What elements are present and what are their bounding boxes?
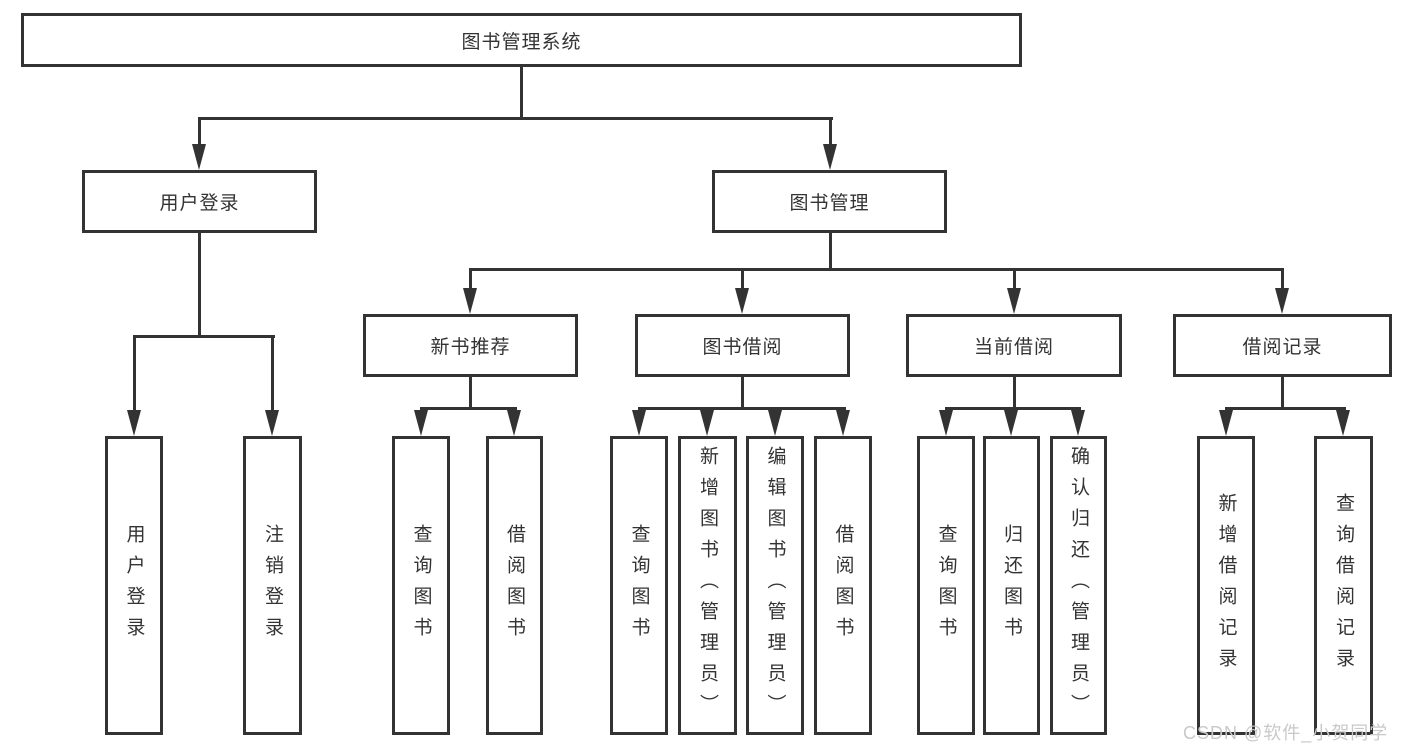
node-book-management: 图书管理 [712,170,947,233]
leaf-records-add-record: 新增借阅记录 [1197,436,1255,735]
edge-borrow-records-stem [1281,377,1284,409]
arrow-down-icon [1071,410,1085,436]
edge-root-stem [520,67,523,119]
leaf-logout: 注销登录 [243,436,302,735]
edge-book-borrow-stem [741,377,744,409]
leaf-borrow-edit-books-admin: 编辑图书（管理员） [746,436,804,735]
arrow-down-icon [463,288,477,314]
edge-current-borrow-stem [1013,377,1016,409]
csdn-watermark: CSDN @软件_小贺同学 [1183,723,1389,743]
node-book-borrow: 图书借阅 [635,314,850,377]
arrow-down-icon [1004,410,1018,436]
edge-root-bus [198,117,833,120]
node-root: 图书管理系统 [21,13,1022,67]
edge-to-borrow-records [1281,269,1284,291]
leaf-current-confirm-return-admin: 确认归还（管理员） [1050,436,1107,735]
edge-to-leaf-logout [271,336,274,412]
arrow-down-icon [735,288,749,314]
leaf-user-login: 用户登录 [105,436,163,735]
arrow-down-icon [1219,410,1233,436]
arrow-down-icon [632,410,646,436]
edge-to-user-login-stem [198,118,201,146]
arrow-down-icon [127,410,141,436]
edge-user-login-stem [198,233,201,338]
edge-new-book-recommend-stem [469,377,472,409]
leaf-records-query-record: 查询借阅记录 [1314,436,1373,735]
node-current-borrow: 当前借阅 [906,314,1122,377]
arrow-down-icon [414,410,428,436]
edge-to-current-borrow [1013,269,1016,291]
edge-new-book-recommend-bus [420,407,517,410]
arrow-down-icon [836,410,850,436]
arrow-down-icon [1007,288,1021,314]
arrow-down-icon [192,144,206,170]
arrow-down-icon [1336,410,1350,436]
edge-current-borrow-bus [945,407,1081,410]
arrow-down-icon [265,410,279,436]
leaf-borrow-add-books-admin: 新增图书（管理员） [678,436,737,735]
arrow-down-icon [700,410,714,436]
edge-to-book-management-stem [829,118,832,146]
edge-book-borrow-bus [638,407,846,410]
edge-book-management-stem [829,233,832,270]
arrow-down-icon [768,410,782,436]
arrow-down-icon [1275,288,1289,314]
edge-user-login-bus [133,335,275,338]
leaf-current-return-books: 归还图书 [983,436,1040,735]
leaf-recommend-query-books: 查询图书 [392,436,450,735]
edge-borrow-records-bus [1225,407,1346,410]
arrow-down-icon [939,410,953,436]
edge-to-book-borrow [741,269,744,291]
node-borrow-records: 借阅记录 [1173,314,1392,377]
leaf-current-query-books: 查询图书 [917,436,975,735]
leaf-recommend-borrow-books: 借阅图书 [486,436,543,735]
edge-to-new-book-recommend [469,269,472,291]
leaf-borrow-borrow-books: 借阅图书 [814,436,872,735]
leaf-borrow-query-books: 查询图书 [610,436,668,735]
arrow-down-icon [507,410,521,436]
node-new-book-recommend: 新书推荐 [363,314,578,377]
edge-book-management-bus [469,268,1284,271]
arrow-down-icon [823,144,837,170]
edge-to-leaf-user-login [133,336,136,412]
node-user-login: 用户登录 [82,170,317,233]
